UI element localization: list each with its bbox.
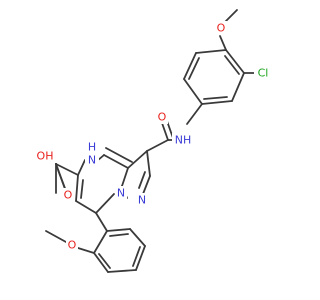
atom-label: O [64,189,73,202]
bond [132,246,141,267]
bond [80,179,84,199]
atom-label: N [117,187,125,200]
bond [183,78,203,105]
atom-label: Cl [258,67,269,80]
atom-label-background [215,21,227,35]
bond [56,166,67,192]
atom-label-background [254,66,272,80]
bond [129,228,146,247]
atom-cl: Cl [254,66,272,80]
bond [93,230,108,254]
bond [121,167,129,187]
atom-label: N [138,194,146,207]
bond [203,96,228,100]
bond [224,9,238,23]
bond [138,171,146,189]
atom-nh-ring: H N [85,141,99,168]
atom-label-background [85,141,99,168]
atom-label-background [115,186,127,200]
bond [146,139,169,152]
bond [105,147,133,163]
bond [135,245,146,271]
atom-label-background [136,193,148,207]
atom-label: OH [37,150,54,163]
bond [75,174,79,202]
bond [224,55,240,75]
molecule-structure: O Cl O NH OH H N O N [33,9,272,273]
bond [77,159,86,176]
bond [45,230,67,243]
bond [201,100,233,105]
atom-nh-amide: NH [172,133,194,147]
bond [55,163,79,176]
atom-label-background [62,188,74,202]
atom-o-amide: O [156,110,168,124]
atom-oh-acid: OH [33,149,57,163]
bond [186,103,203,125]
atom-label-background [66,238,78,252]
atom-n-bridge: N [115,186,127,200]
atom-o-methoxy-top: O [215,21,227,35]
bond [77,247,95,254]
bond [195,49,227,54]
atom-label-background [172,133,194,147]
atom-label-background [33,149,57,163]
atom-o-acid: O [62,188,74,202]
bond [142,175,151,195]
bonds [45,9,256,273]
bond [146,150,151,177]
bond [219,35,227,51]
atom-label-background [156,110,168,124]
atom-label: N [88,154,96,167]
atom-label-h: H [88,141,96,154]
bond [75,200,97,214]
bond [183,52,197,80]
bond [161,122,169,141]
atom-label: O [158,111,167,124]
atom-labels: O Cl O NH OH H N O N [33,21,272,252]
bond [106,228,131,232]
atom-n-pyrazole: N [136,193,148,207]
bond [107,269,137,273]
atom-label: O [217,22,226,35]
bond [103,154,129,169]
bond [231,72,245,102]
atom-label: O [68,239,77,252]
bond [188,57,200,80]
bond [98,253,111,269]
bond [109,233,129,237]
bond [127,150,148,169]
bond [95,193,115,214]
bond [225,49,245,74]
atom-o-methoxy-bottom: O [66,238,78,252]
bond [93,252,109,273]
bond [95,212,108,232]
atom-label: NH [175,134,192,147]
